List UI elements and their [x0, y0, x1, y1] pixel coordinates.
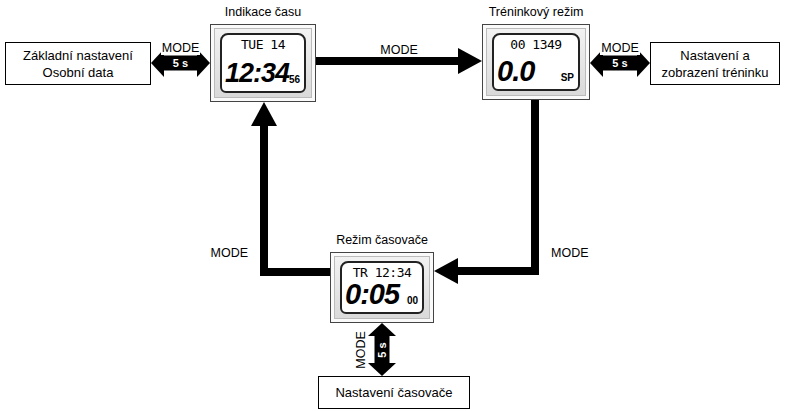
- watch-display: Režim časovače TR 12:340:05 00: [328, 232, 436, 323]
- watch-frame: 00 1349 0.0SP: [482, 24, 590, 100]
- watch-display: Tréninkový režim 00 1349 0.0SP: [480, 4, 592, 100]
- edge-label: MODE: [161, 41, 201, 55]
- lcd-main-digits: 0:05: [345, 279, 399, 309]
- settings-box: Nastavení a zobrazení tréninku: [650, 42, 780, 85]
- box-text: Nastavení časovače: [335, 384, 452, 401]
- mode-heading: Tréninkový režim: [480, 4, 592, 20]
- lcd-top-line: 00 1349: [498, 37, 574, 52]
- watch-display: Indikace časuTUE 14 12:3456: [208, 4, 318, 102]
- lcd-top-line: TR 12:34: [346, 265, 418, 280]
- settings-box: Základní nastavení Osobní data: [5, 42, 151, 85]
- mode-heading: Režim časovače: [328, 232, 436, 248]
- lcd-screen: TUE 14 12:3456: [220, 33, 306, 93]
- hold-time-label: 5 s: [376, 342, 388, 357]
- flow-arrow: [434, 100, 535, 284]
- box-text: Nastavení a zobrazení tréninku: [657, 47, 773, 81]
- lcd-small-digits: 56: [289, 74, 300, 85]
- double-arrow: [368, 323, 396, 376]
- lcd-screen: 00 1349 0.0SP: [492, 33, 580, 91]
- lcd-screen: TR 12:340:05 00: [340, 261, 424, 314]
- edge-label: MODE: [210, 246, 250, 260]
- lcd-top-line: TUE 14: [226, 37, 300, 52]
- lcd-main-digits: 12:34: [225, 58, 289, 88]
- lcd-small-digits: SP: [561, 72, 574, 83]
- watch-frame: TR 12:340:05 00: [330, 252, 434, 323]
- edge-label: MODE: [600, 41, 640, 55]
- edge-label: MODE: [550, 246, 590, 260]
- lcd-small-digits: 00: [407, 295, 418, 306]
- box-text: Základní nastavení Osobní data: [12, 47, 144, 81]
- edge-label: MODE: [379, 43, 419, 57]
- lcd-main-digits: 0.0: [497, 56, 534, 86]
- mode-heading: Indikace času: [208, 4, 318, 20]
- edge-label: MODE: [354, 330, 368, 370]
- hold-time-label: 5 s: [612, 57, 627, 69]
- settings-box: Nastavení časovače: [318, 376, 470, 409]
- flow-arrow: [251, 102, 330, 272]
- hold-time-label: 5 s: [173, 57, 188, 69]
- watch-frame: TUE 14 12:3456: [210, 24, 316, 102]
